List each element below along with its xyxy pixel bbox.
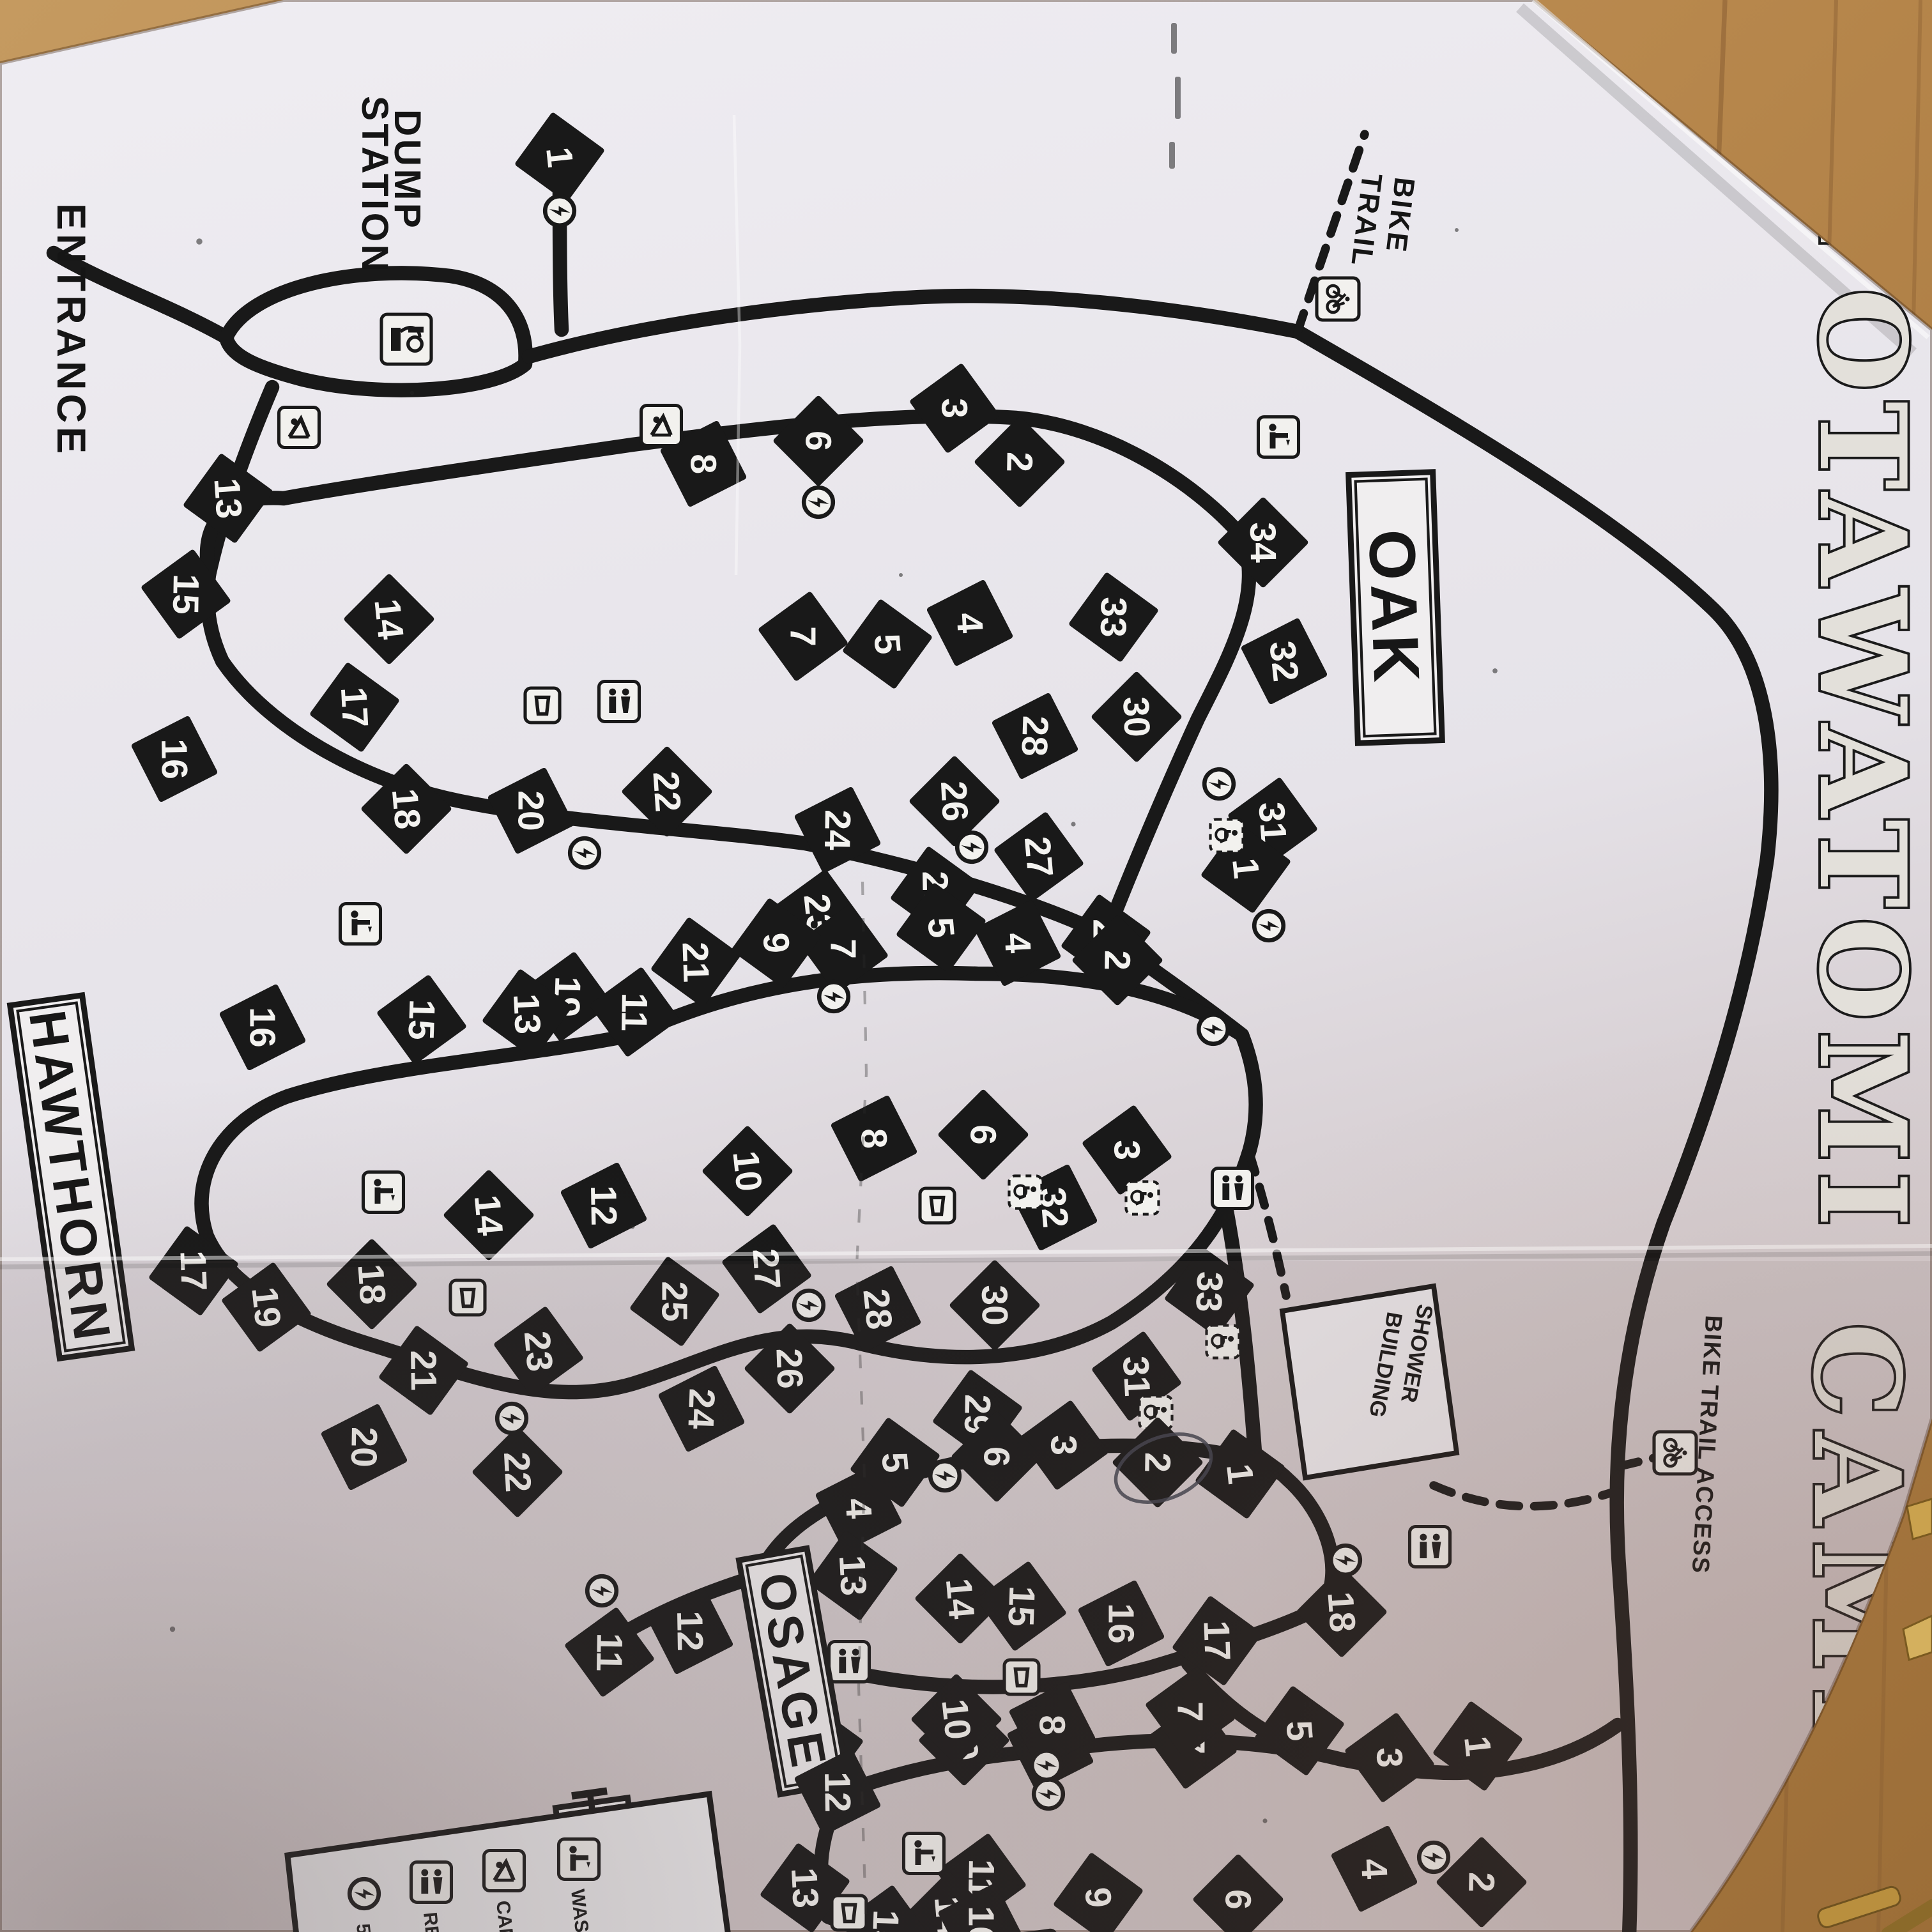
- water-icon: [1256, 415, 1301, 459]
- site-number: 3: [933, 398, 975, 419]
- electric-icon: [1252, 908, 1286, 943]
- vertical-fold-highlight: [732, 114, 742, 576]
- map-print-layer: 1234567813141516171819202122232425262728…: [0, 23, 1932, 1932]
- site-number: 6: [797, 430, 839, 452]
- site-number: 33: [1092, 597, 1134, 638]
- site-marker-hawthorn-5: 5: [896, 883, 986, 972]
- electric-icon: [542, 194, 577, 228]
- site-marker-oak-5: 5: [843, 599, 932, 689]
- trash-icon: [523, 686, 562, 724]
- site-marker-oak-15: 15: [141, 549, 231, 639]
- site-number: 27: [1016, 835, 1061, 879]
- electric-icon: [1202, 767, 1236, 801]
- site-marker-oak-16: 16: [131, 716, 218, 802]
- loop-label-oak: OAK: [1346, 469, 1445, 746]
- site-number: 4: [949, 612, 991, 634]
- site-marker-oak-22: 22: [622, 746, 712, 837]
- site-number: 30: [1115, 696, 1157, 738]
- shading-lower-right: [575, 958, 1932, 1932]
- site-number: 5: [919, 916, 962, 939]
- site-number: 18: [384, 787, 428, 831]
- site-number: 13: [206, 477, 249, 520]
- water-icon: [338, 901, 383, 946]
- loop-name-text: OAK: [1355, 528, 1433, 687]
- site-number: 15: [165, 574, 206, 615]
- site-number: 14: [366, 597, 411, 641]
- trail-bike-trail-dashes: [1293, 130, 1369, 336]
- site-marker-oak-13: 13: [183, 454, 273, 543]
- site-marker-oak-28: 28: [992, 693, 1078, 779]
- site-marker-oak-26: 26: [909, 756, 1000, 847]
- site-number: 34: [1242, 522, 1284, 564]
- site-marker-oak-30: 30: [1091, 671, 1182, 762]
- paper-fold-edge-shadow: [1516, 3, 1917, 357]
- site-number: 7: [823, 939, 864, 959]
- site-number: 32: [1261, 639, 1306, 684]
- site-marker-oak-3: 3: [910, 364, 999, 453]
- electric-icon: [954, 830, 989, 864]
- site-marker-oak-24: 24: [794, 786, 881, 873]
- site-number: 7: [783, 626, 824, 647]
- electric-icon: [567, 836, 602, 870]
- site-number: 8: [682, 453, 724, 475]
- site-number: 28: [1013, 715, 1055, 757]
- site-number: 17: [333, 686, 376, 729]
- site-number: 5: [866, 632, 908, 656]
- site-number: 9: [755, 931, 797, 954]
- road-oak-loop: [199, 409, 1257, 943]
- playground-icon: [277, 405, 321, 450]
- bike-icon: [1315, 276, 1361, 322]
- site-marker-oak-33: 33: [1069, 572, 1158, 662]
- bronze-object: [1881, 1899, 1932, 1932]
- site-marker-oak-18: 18: [361, 763, 452, 854]
- site-marker-oak-17: 17: [310, 663, 399, 752]
- entrance-label: ENTRANCE: [49, 203, 93, 457]
- site-number: 16: [153, 739, 195, 780]
- ada-icon: [1209, 818, 1245, 854]
- dump-station-label-line2: STATION: [354, 96, 395, 275]
- paper-fold-edge-highlight: [1531, 0, 1930, 339]
- site-number: 26: [933, 780, 976, 823]
- site-number: 22: [645, 770, 688, 813]
- site-marker-oak-6: 6: [773, 395, 864, 486]
- site-number: 2: [999, 452, 1040, 473]
- site-marker-oak-27: 27: [994, 812, 1084, 901]
- site-number: 20: [510, 790, 551, 831]
- restrooms-icon: [597, 679, 641, 724]
- site-number: 1: [1224, 856, 1267, 880]
- road-entrance-road: [46, 245, 234, 345]
- site-number: 4: [997, 932, 1039, 954]
- site-marker-oak-14: 14: [344, 574, 434, 664]
- site-marker-oak-34: 34: [1218, 497, 1308, 588]
- site-marker-oak-4: 4: [926, 579, 1013, 666]
- dump-station-label-line1: DUMP: [387, 109, 428, 231]
- site-number: 1: [538, 145, 581, 169]
- road-main-top-road: [521, 288, 1305, 364]
- site-marker-oak-32: 32: [1241, 618, 1328, 705]
- dump-icon: [379, 312, 433, 366]
- site-marker-oak-2: 2: [974, 417, 1065, 507]
- site-marker-oak-20: 20: [487, 767, 574, 854]
- electric-icon: [801, 485, 836, 519]
- playground-icon: [639, 403, 684, 448]
- site-marker-oak-1: 1: [515, 112, 604, 202]
- site-marker-oak-7: 7: [758, 592, 848, 681]
- site-number: 24: [816, 809, 858, 851]
- gold-pen-object: [1902, 1614, 1932, 1661]
- gold-pen-object: [1906, 1498, 1932, 1540]
- bronze-object: [1817, 1885, 1901, 1929]
